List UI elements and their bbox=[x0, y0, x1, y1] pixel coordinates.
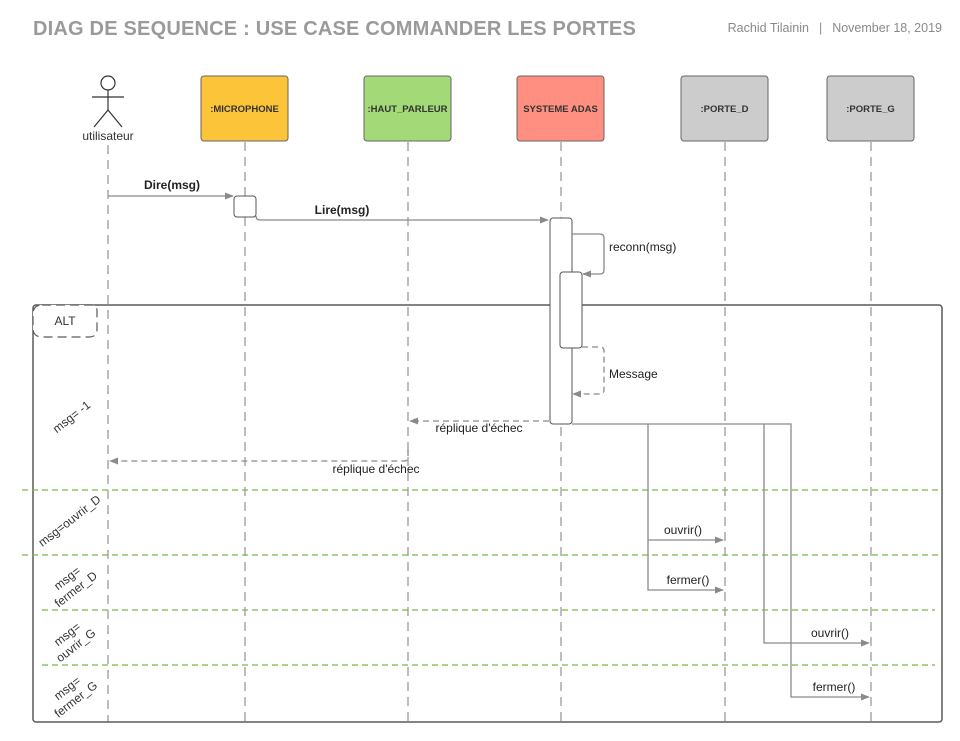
message-label-lire: Lire(msg) bbox=[315, 203, 370, 217]
message-arrow-reconn bbox=[572, 233, 605, 278]
message-arrow-fermer-g bbox=[764, 423, 870, 701]
message-arrow-ouvrir-d bbox=[572, 423, 724, 544]
actor-label: utilisateur bbox=[82, 129, 133, 143]
diagram-meta: Rachid Tilainin | November 18, 2019 bbox=[728, 21, 942, 35]
participant-box bbox=[200, 75, 289, 142]
message-label-fermer-g: fermer() bbox=[813, 680, 856, 694]
participant-label: :HAUT_PARLEUR bbox=[367, 104, 447, 115]
participant-box bbox=[363, 75, 452, 142]
alt-fragment-frame bbox=[32, 304, 943, 723]
participant-box bbox=[516, 75, 605, 142]
message-label-replique-1: réplique d'échec bbox=[435, 421, 522, 435]
guard-label: msg= -1 bbox=[50, 398, 93, 436]
guard-label: msg=fermer_G bbox=[43, 667, 100, 720]
guard-label: msg=ouvrir_G bbox=[45, 615, 98, 665]
participant-label: :PORTE_G bbox=[846, 104, 895, 115]
guard-label: msg=fermer_D bbox=[43, 557, 100, 610]
participant-porte-d: :PORTE_D bbox=[680, 75, 769, 142]
participant-label: :MICROPHONE bbox=[210, 104, 279, 115]
message-label-replique-2: réplique d'échec bbox=[332, 462, 419, 476]
guard-label: msg=ouvrir_D bbox=[36, 492, 104, 549]
actor-head-icon bbox=[100, 75, 116, 91]
participant-microphone: :MICROPHONE bbox=[200, 75, 289, 142]
message-arrow-lire bbox=[255, 215, 549, 224]
message-arrow-message bbox=[572, 346, 605, 398]
alt-operator-box bbox=[32, 304, 98, 338]
participant-label: :PORTE_D bbox=[700, 104, 748, 115]
participant-haut-parleur: :HAUT_PARLEUR bbox=[363, 75, 452, 142]
message-arrow-fermer-d bbox=[647, 540, 724, 594]
activation-microphone bbox=[233, 195, 257, 218]
author-name: Rachid Tilainin bbox=[727, 21, 809, 35]
participant-box bbox=[680, 75, 769, 142]
alt-operator-label: ALT bbox=[54, 314, 76, 328]
message-arrow-replique-2 bbox=[109, 450, 409, 465]
participant-label: SYSTEME ADAS bbox=[523, 104, 598, 115]
message-label-dire: Dire(msg) bbox=[144, 178, 200, 192]
message-label-ouvrir-g: ouvrir() bbox=[811, 626, 849, 640]
message-arrow-ouvrir-g bbox=[648, 423, 870, 647]
message-label-reconn: reconn(msg) bbox=[609, 240, 676, 254]
message-label-fermer-d: fermer() bbox=[667, 573, 710, 587]
guard-line: msg=ouvrir_D bbox=[36, 492, 104, 549]
activation-systeme-adas-nested bbox=[559, 271, 583, 349]
message-label-ouvrir-d: ouvrir() bbox=[664, 523, 702, 537]
actor-utilisateur bbox=[92, 75, 124, 128]
diagram-title: DIAG DE SEQUENCE : USE CASE COMMANDER LE… bbox=[33, 18, 636, 40]
participant-box bbox=[826, 75, 915, 142]
diagram-date: November 18, 2019 bbox=[832, 21, 942, 35]
message-label-message: Message bbox=[609, 367, 658, 381]
meta-separator: | bbox=[818, 21, 823, 35]
participant-porte-g: :PORTE_G bbox=[826, 75, 915, 142]
participant-systeme-adas: SYSTEME ADAS bbox=[516, 75, 605, 142]
guard-line: msg= -1 bbox=[50, 398, 93, 436]
